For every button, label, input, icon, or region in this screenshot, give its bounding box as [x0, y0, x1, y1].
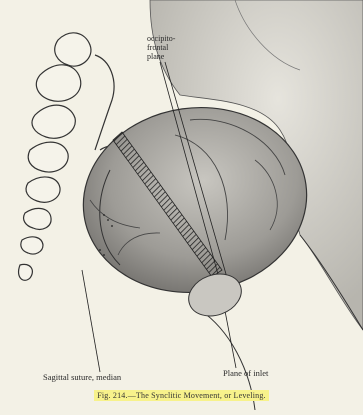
caption-text: Fig. 214.—The Synclitic Movement, or Lev…: [94, 390, 269, 401]
plane-of-inlet-label: Plane of inlet: [223, 369, 268, 378]
occipitofrontal-plane-label: occipito- frontal plane: [147, 34, 175, 61]
figure-caption: Fig. 214.—The Synclitic Movement, or Lev…: [0, 391, 363, 400]
sagittal-suture-label: Sagittal suture, median: [43, 373, 121, 382]
